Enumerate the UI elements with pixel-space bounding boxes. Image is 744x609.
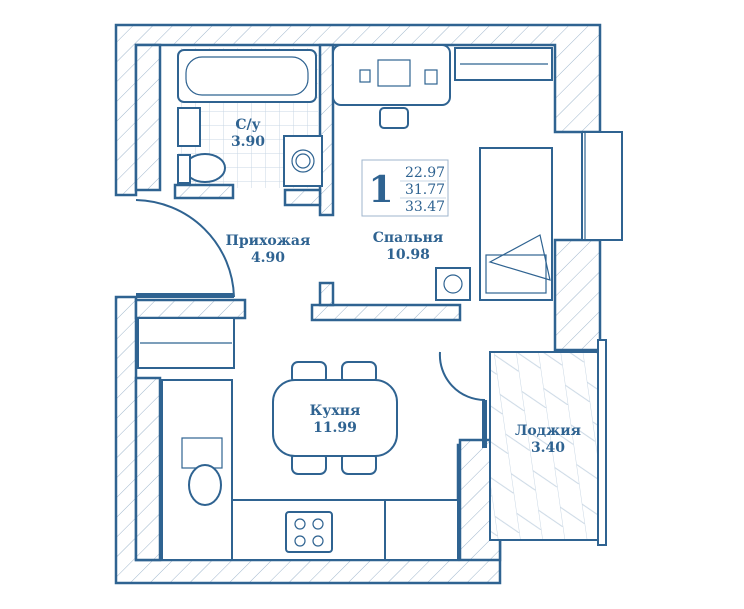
room-area-bedroom: 10.98 [386,247,430,263]
sink [177,107,201,147]
loggia-floor [489,351,601,541]
room-name-kitchen: Кухня [310,403,361,419]
room-name-bathroom: С/у [235,117,260,133]
room-area-hallway: 4.90 [251,250,285,266]
room-name-hallway: Прихожая [226,233,311,249]
room-name-loggia: Лоджия [515,423,581,439]
total-area: 31.77 [405,182,445,198]
washing-machine [283,135,323,187]
total-area-with-loggia: 33.47 [405,199,445,215]
room-area-bathroom: 3.90 [231,134,265,150]
rooms-count: 1 [368,169,393,211]
room-area-loggia: 3.40 [531,440,565,456]
desk [332,44,451,129]
loggia-window [597,339,607,546]
kitchen-sink [181,437,223,506]
apartment-info: 1 22.97 31.77 33.47 [361,159,449,217]
room-area-kitchen: 11.99 [313,420,357,436]
entrance-door[interactable] [135,199,235,298]
room-name-bedroom: Спальня [373,230,443,246]
bathtub [177,49,317,103]
dining-table [272,361,398,475]
living-area: 22.97 [405,165,445,181]
nightstand [435,267,471,301]
bed [479,147,553,301]
balcony-door[interactable] [438,351,486,402]
stove [285,511,333,553]
bedroom-window [581,131,623,241]
